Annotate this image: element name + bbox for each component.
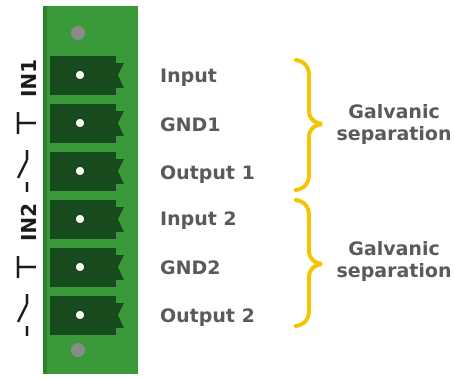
socket-6	[50, 296, 124, 335]
group-label-line2: separation	[336, 123, 452, 145]
pin-label-output-2: Output 2	[160, 305, 255, 327]
in2-label: IN2	[17, 202, 42, 242]
pin-label-input: Input	[160, 65, 217, 87]
socket-pin-icon	[76, 71, 84, 79]
socket-5	[50, 248, 124, 287]
socket-2	[50, 104, 124, 143]
ground-symbol-icon	[16, 112, 36, 134]
brace-group-1	[294, 58, 323, 192]
socket-pin-icon	[76, 167, 84, 175]
switch-symbol-icon	[16, 150, 29, 192]
brace-group-2	[294, 198, 323, 328]
socket-pin-icon	[76, 215, 84, 223]
board-edge	[43, 6, 47, 374]
group-label-2: Galvanic separation	[335, 238, 453, 282]
pin-label-gnd2: GND2	[160, 257, 221, 279]
bottom-screw-icon	[71, 343, 85, 357]
socket-pin-icon	[76, 263, 84, 271]
socket-pin-icon	[76, 311, 84, 319]
group-label-1: Galvanic separation	[335, 101, 453, 145]
ground-symbol-icon	[16, 256, 36, 278]
group-label-line2: separation	[336, 260, 452, 282]
pin-label-gnd1: GND1	[160, 114, 221, 136]
group-label-line1: Galvanic	[348, 238, 440, 260]
top-screw-icon	[71, 26, 85, 40]
in1-label: IN1	[17, 58, 42, 98]
group-label-line1: Galvanic	[348, 101, 440, 123]
switch-symbol-icon	[16, 294, 29, 336]
socket-pin-icon	[76, 119, 84, 127]
socket-3	[50, 152, 124, 191]
socket-1	[50, 56, 124, 95]
pin-label-input-2: Input 2	[160, 208, 237, 230]
socket-4	[50, 200, 124, 239]
pin-label-output-1: Output 1	[160, 162, 255, 184]
